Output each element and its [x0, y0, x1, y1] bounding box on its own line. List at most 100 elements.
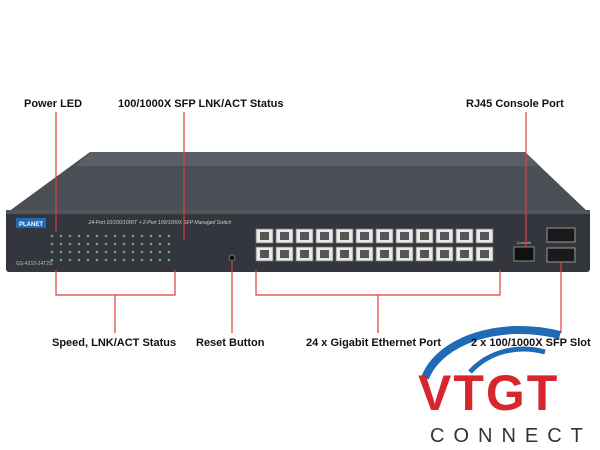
status-led [113, 250, 117, 254]
status-led [167, 234, 171, 238]
device-model: GS-4210-24T2S [16, 261, 53, 267]
status-led [86, 242, 90, 246]
status-led [77, 258, 81, 262]
sfp-slot-2[interactable] [546, 247, 576, 263]
status-led [77, 250, 81, 254]
status-led [167, 250, 171, 254]
status-led [68, 242, 72, 246]
callout-reset-button: Reset Button [196, 337, 265, 349]
logo-swoosh [421, 326, 561, 380]
status-led [140, 250, 144, 254]
status-led [86, 250, 90, 254]
ethernet-port-socket [340, 250, 349, 258]
status-led [95, 242, 99, 246]
status-led [113, 258, 117, 262]
status-led [158, 234, 162, 238]
status-led [131, 234, 135, 238]
status-led [113, 234, 117, 238]
status-led [158, 258, 162, 262]
ethernet-port-socket [440, 250, 449, 258]
panel-text: 24-Port 10/100/1000T + 2-Port 100/1000X … [88, 220, 232, 226]
status-led [50, 250, 54, 254]
ethernet-port-socket [480, 232, 489, 240]
logo-swoosh-inner [468, 346, 546, 374]
status-led [50, 234, 54, 238]
bracket-ethernet [255, 270, 501, 296]
status-led [158, 250, 162, 254]
status-led [149, 258, 153, 262]
status-led [68, 250, 72, 254]
status-led [158, 242, 162, 246]
status-led [167, 242, 171, 246]
status-led [95, 250, 99, 254]
status-led [86, 234, 90, 238]
status-led [122, 258, 126, 262]
status-led [140, 234, 144, 238]
watermark-logo-text: VTGT [418, 365, 560, 421]
callout-console-port: RJ45 Console Port [466, 98, 564, 110]
status-led [95, 234, 99, 238]
ethernet-port-socket [460, 232, 469, 240]
ethernet-port-socket [360, 232, 369, 240]
status-led [77, 242, 81, 246]
status-led [149, 250, 153, 254]
status-led [104, 242, 108, 246]
status-led [77, 234, 81, 238]
ethernet-port-socket [400, 232, 409, 240]
status-led [68, 234, 72, 238]
status-led [68, 258, 72, 262]
status-led [149, 234, 153, 238]
ethernet-port-socket [280, 250, 289, 258]
status-led [131, 250, 135, 254]
status-led [122, 234, 126, 238]
status-led [59, 258, 63, 262]
callout-sfp-status: 100/1000X SFP LNK/ACT Status [118, 98, 284, 110]
callout-speed-status: Speed, LNK/ACT Status [52, 337, 177, 349]
ethernet-port-socket [480, 250, 489, 258]
status-led [113, 242, 117, 246]
status-led [167, 258, 171, 262]
console-label: Console [517, 240, 532, 245]
device-brand: PLANET [19, 222, 43, 228]
ethernet-port-socket [400, 250, 409, 258]
ethernet-port-socket [260, 250, 269, 258]
reset-button[interactable] [228, 254, 236, 262]
status-led [140, 258, 144, 262]
brand-plate [16, 218, 46, 228]
status-led [104, 234, 108, 238]
chassis-edge [6, 210, 590, 214]
status-led [59, 234, 63, 238]
console-port[interactable] [513, 246, 535, 262]
status-led [104, 258, 108, 262]
status-led [86, 258, 90, 262]
callout-sfp-slot: 2 x 100/1000X SFP Slot [471, 337, 591, 349]
ethernet-port-socket [360, 250, 369, 258]
ethernet-port-socket [320, 232, 329, 240]
status-led [122, 242, 126, 246]
callout-lines [55, 112, 562, 333]
status-led [149, 242, 153, 246]
ethernet-port-socket [380, 250, 389, 258]
status-led [59, 250, 63, 254]
status-led [95, 258, 99, 262]
status-led [104, 250, 108, 254]
callout-power-led: Power LED [24, 98, 83, 110]
callout-ethernet-ports: 24 x Gigabit Ethernet Port [306, 337, 442, 349]
ethernet-port-socket [440, 232, 449, 240]
watermark-logo-subtext: CONNECT [430, 425, 592, 447]
status-led [131, 258, 135, 262]
status-led [50, 258, 54, 262]
chassis-top [8, 152, 588, 212]
ethernet-port-socket [340, 232, 349, 240]
sfp-slot-1[interactable] [546, 227, 576, 243]
status-led [122, 250, 126, 254]
status-led [131, 242, 135, 246]
chassis-top-highlight [76, 152, 540, 166]
ethernet-port-socket [420, 232, 429, 240]
ethernet-port-socket [460, 250, 469, 258]
ethernet-port-socket [300, 250, 309, 258]
status-led [59, 242, 63, 246]
ethernet-port-socket [420, 250, 429, 258]
ethernet-port-group [255, 228, 494, 262]
